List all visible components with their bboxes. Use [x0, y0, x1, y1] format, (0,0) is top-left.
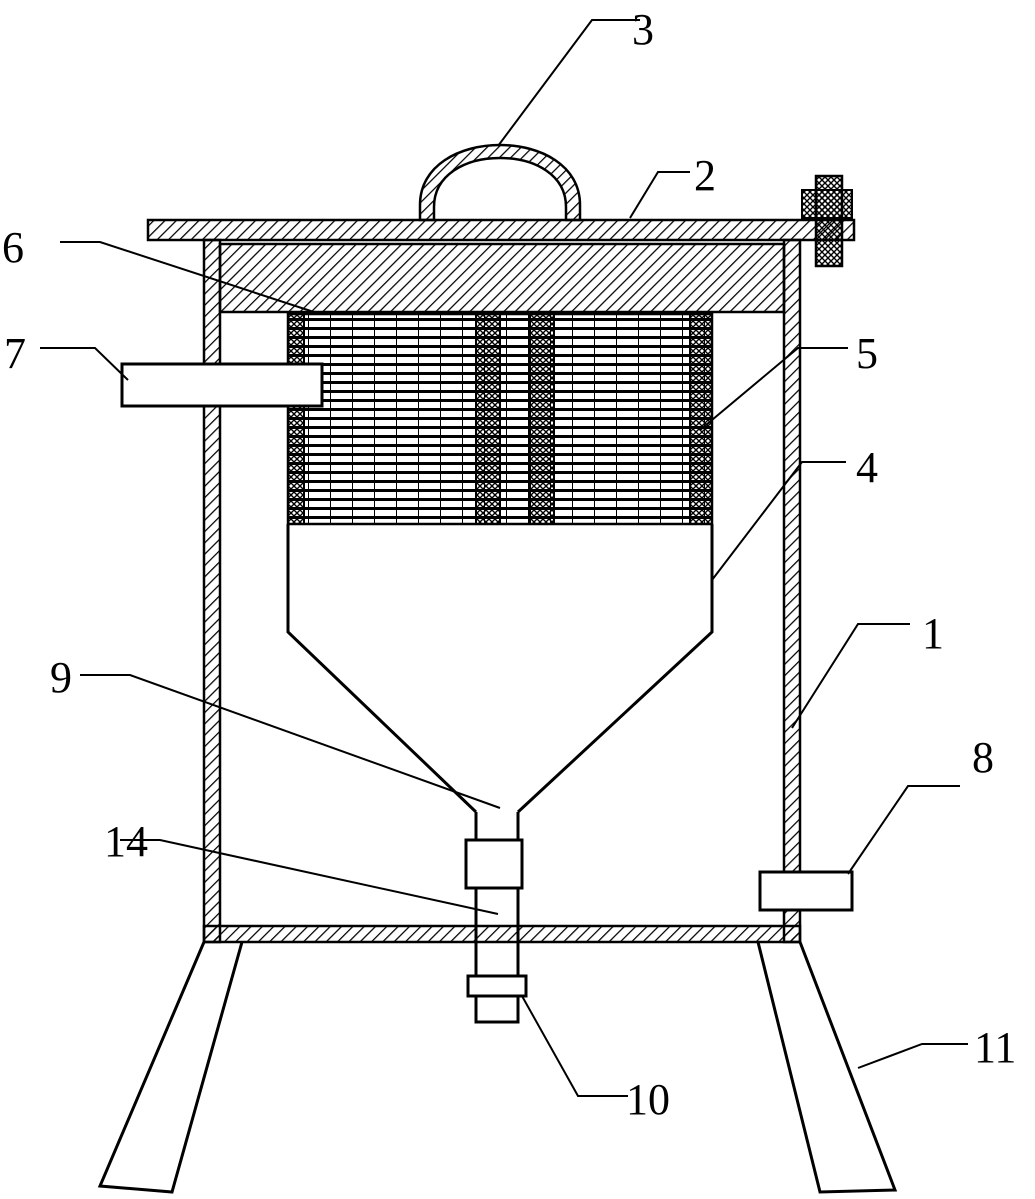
label-5: 5 [856, 329, 878, 378]
label-4: 4 [856, 443, 878, 492]
lid-plug-block [218, 242, 786, 314]
label-1: 1 [922, 609, 944, 658]
leader-lines [40, 19, 968, 1097]
label-9: 9 [50, 653, 72, 702]
label-11: 11 [974, 1023, 1016, 1072]
lid-handle [418, 143, 582, 222]
hopper-funnel [286, 524, 714, 814]
label-8: 8 [972, 733, 994, 782]
label-6: 6 [2, 223, 24, 272]
outlet-pipe [464, 812, 528, 1024]
side-drain [758, 870, 854, 912]
lid-plate [146, 218, 856, 242]
label-14: 14 [104, 817, 148, 866]
lid-bolt [801, 174, 853, 268]
inlet-pipe [120, 362, 324, 408]
support-legs [97, 941, 898, 1194]
label-2: 2 [694, 151, 716, 200]
label-7: 7 [4, 329, 26, 378]
label-3: 3 [632, 5, 654, 54]
filter-mesh [286, 312, 714, 526]
label-10: 10 [626, 1075, 670, 1124]
